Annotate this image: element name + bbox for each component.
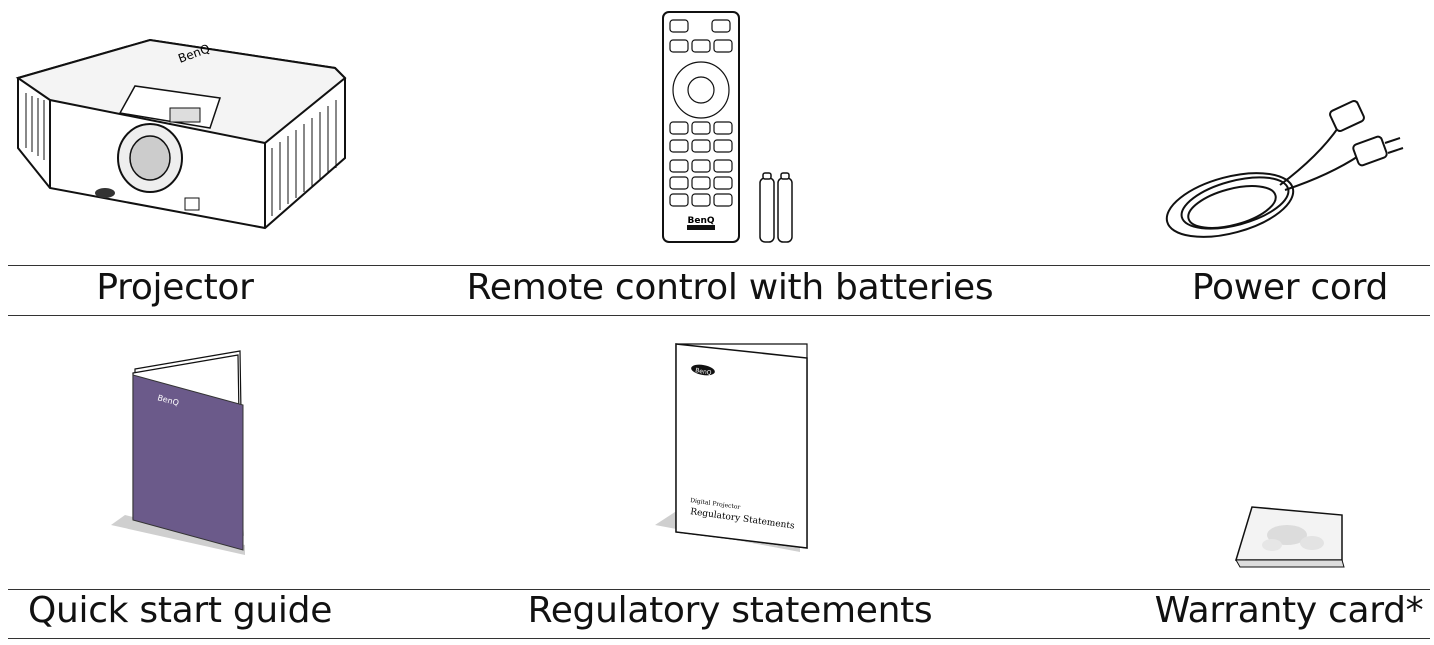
- divider-top-row: [8, 265, 1430, 266]
- divider-bottom-row: [8, 589, 1430, 590]
- label-remote-control: Remote control with batteries: [466, 267, 994, 308]
- remote-logo: BenQ: [687, 216, 714, 226]
- regulatory-logo: BenQ: [695, 367, 713, 377]
- label-projector: Projector: [96, 267, 254, 308]
- remote-control-image: BenQ: [662, 11, 793, 243]
- power-cord-image: [1165, 100, 1404, 238]
- divider-middle: [8, 315, 1430, 316]
- label-warranty-card: Warranty card*: [1154, 590, 1424, 631]
- projector-image: BenQ: [15, 38, 347, 230]
- label-power-cord: Power cord: [1191, 267, 1389, 308]
- divider-bottom: [8, 638, 1430, 639]
- label-regulatory-statements: Regulatory statements: [527, 590, 933, 631]
- label-quick-start-guide: Quick start guide: [27, 590, 333, 631]
- quick-start-guide-image: BenQ: [111, 350, 245, 555]
- regulatory-statements-image: BenQ Digital Projector Regulatory Statem…: [655, 343, 808, 552]
- warranty-card-image: [1234, 506, 1345, 568]
